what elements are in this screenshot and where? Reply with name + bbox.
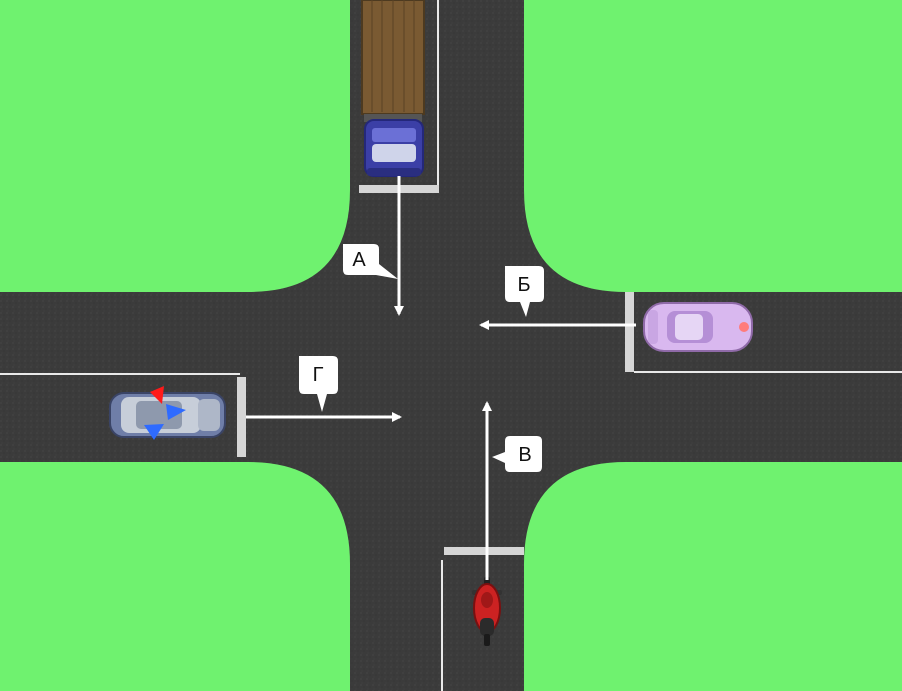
label-b: Б <box>517 274 530 296</box>
callout-g: Г <box>299 356 338 412</box>
label-g: Г <box>313 364 324 386</box>
trajectory-arrows <box>246 176 636 580</box>
truck-icon <box>361 0 425 177</box>
stop-line-south <box>444 547 524 555</box>
stop-line-east <box>625 292 634 372</box>
callout-b: Б <box>505 266 544 317</box>
label-v: В <box>518 444 531 466</box>
label-a: А <box>352 249 366 271</box>
callout-v: В <box>492 436 542 472</box>
car-icon <box>643 302 753 352</box>
stop-line-west <box>237 377 246 457</box>
callout-a: А <box>343 244 398 279</box>
siren-icon <box>144 386 186 440</box>
